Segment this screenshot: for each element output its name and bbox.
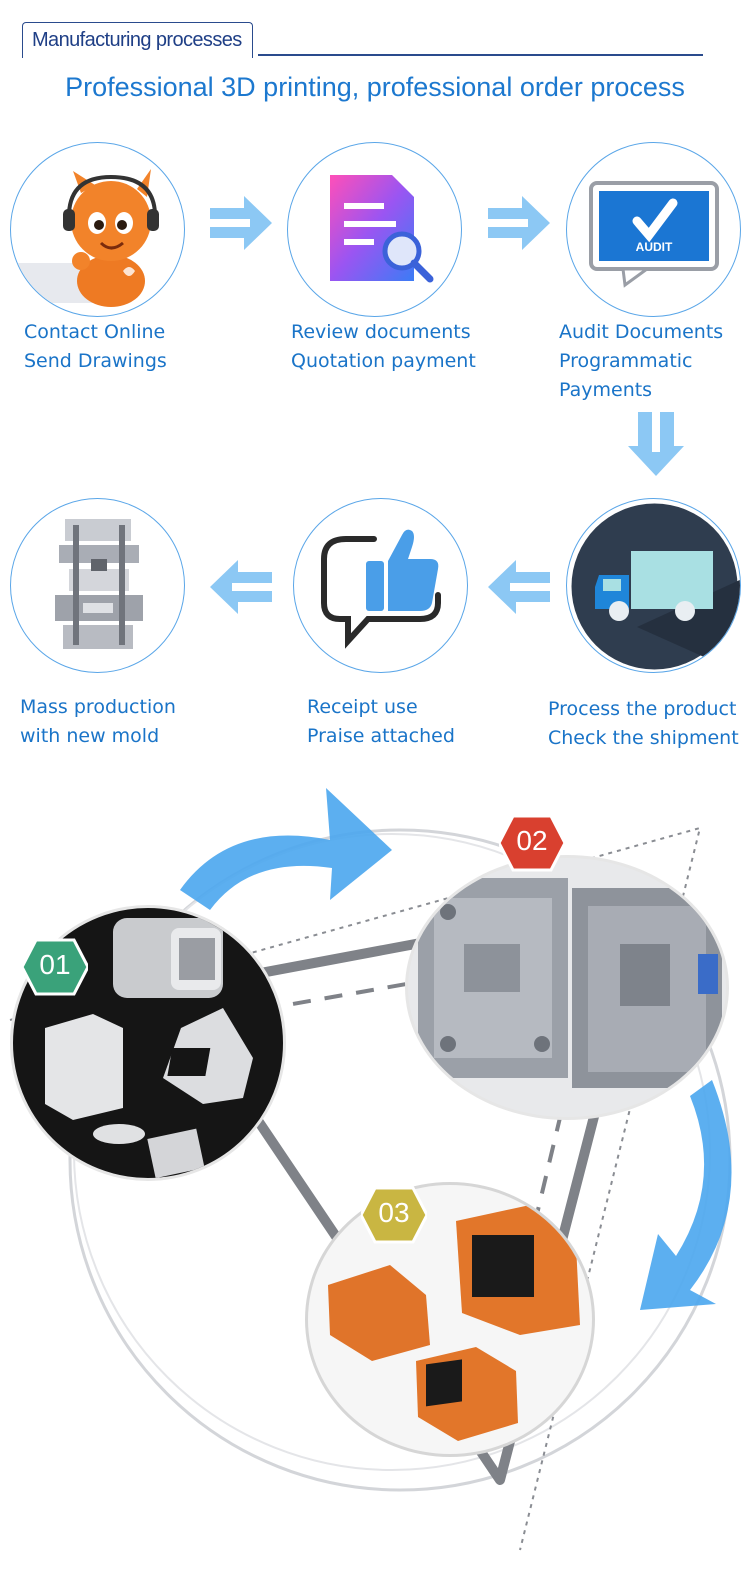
step-3-circle: AUDIT bbox=[566, 142, 741, 317]
audit-monitor-icon: AUDIT bbox=[589, 181, 719, 288]
step-4-circle bbox=[566, 498, 741, 673]
mold-parts-icon bbox=[55, 519, 143, 649]
stage-3-image bbox=[305, 1182, 595, 1457]
audit-badge-text: AUDIT bbox=[636, 240, 673, 254]
thumbs-up-chat-icon bbox=[321, 529, 441, 649]
curved-arrow-icon bbox=[640, 1080, 732, 1310]
arrow-left-icon bbox=[210, 560, 272, 614]
title-underline bbox=[258, 54, 703, 56]
section-title-tab: Manufacturing processes bbox=[22, 22, 253, 58]
stage-1-badge: 01 bbox=[20, 936, 90, 1002]
support-mascot-icon bbox=[11, 169, 159, 307]
stage-2-badge: 02 bbox=[497, 812, 567, 878]
arrow-right-icon bbox=[210, 196, 272, 250]
curved-arrow-icon bbox=[180, 788, 392, 910]
delivery-truck-icon bbox=[571, 503, 740, 672]
step-5-circle bbox=[293, 498, 468, 673]
arrow-left-icon bbox=[488, 560, 550, 614]
document-search-icon bbox=[330, 175, 434, 283]
step-2-circle bbox=[287, 142, 462, 317]
stage-2-image bbox=[405, 855, 729, 1120]
section-title: Manufacturing processes bbox=[32, 29, 242, 51]
arrow-down-icon bbox=[628, 412, 684, 476]
step-1-circle bbox=[10, 142, 185, 317]
page-subtitle: Professional 3D printing, professional o… bbox=[65, 72, 685, 102]
step-6-circle bbox=[10, 498, 185, 673]
arrow-right-icon bbox=[488, 196, 550, 250]
stage-3-badge: 03 bbox=[359, 1184, 429, 1250]
